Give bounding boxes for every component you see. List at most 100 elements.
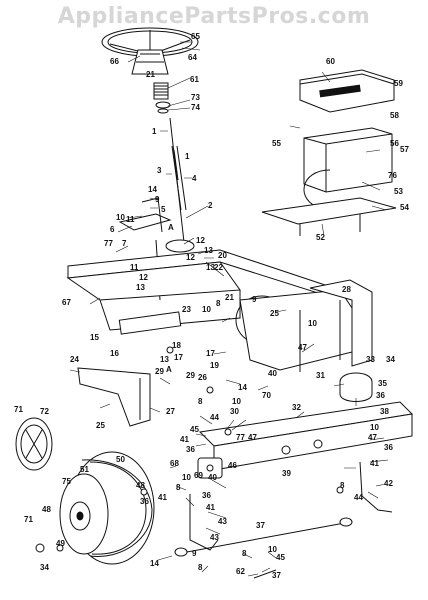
callout-9c: 9 xyxy=(252,295,257,304)
callout-28: 28 xyxy=(342,285,351,294)
callout-35: 35 xyxy=(378,379,387,388)
callout-60: 60 xyxy=(326,57,335,66)
callout-36b: 36 xyxy=(186,445,195,454)
callout-44b: 44 xyxy=(354,493,363,502)
callout-7: 7 xyxy=(122,239,127,248)
callout-61: 61 xyxy=(190,75,199,84)
callout-A: A xyxy=(168,223,174,232)
hardware-fasteners xyxy=(35,346,344,553)
callout-10: 10 xyxy=(116,213,125,222)
callout-27: 27 xyxy=(166,407,175,416)
callout-48b: 48 xyxy=(42,505,51,514)
callout-73: 73 xyxy=(191,93,200,102)
callout-43: 43 xyxy=(218,517,227,526)
callout-13c: 13 xyxy=(206,263,215,272)
callout-64: 64 xyxy=(188,53,197,62)
callout-44: 44 xyxy=(210,413,219,422)
lower-bracket xyxy=(77,367,151,427)
callout-77b: 77 xyxy=(236,433,245,442)
callout-21: 21 xyxy=(146,70,155,79)
callout-33: 33 xyxy=(366,355,375,364)
main-frame xyxy=(66,249,373,372)
callout-10b: 10 xyxy=(202,305,211,314)
callout-26: 26 xyxy=(198,373,207,382)
callout-16: 16 xyxy=(110,349,119,358)
callout-25b: 25 xyxy=(96,421,105,430)
callout-40: 40 xyxy=(268,369,277,378)
callout-68: 68 xyxy=(170,459,179,468)
callout-43b: 43 xyxy=(210,533,219,542)
callout-37: 37 xyxy=(256,521,265,530)
callout-8: 8 xyxy=(216,299,221,308)
callout-10f: 10 xyxy=(182,473,191,482)
callout-4: 4 xyxy=(192,174,197,183)
callout-19: 19 xyxy=(210,361,219,370)
callout-52: 52 xyxy=(316,233,325,242)
callout-57: 57 xyxy=(400,145,409,154)
callout-72: 72 xyxy=(40,407,49,416)
callout-17b: 17 xyxy=(206,349,215,358)
callout-49: 49 xyxy=(56,539,65,548)
callout-59: 59 xyxy=(394,79,403,88)
callout-36d: 36 xyxy=(202,491,211,500)
callout-47b: 47 xyxy=(248,433,257,442)
callout-66: 66 xyxy=(110,57,119,66)
callout-1b: 1 xyxy=(185,152,190,161)
callout-12c: 12 xyxy=(139,273,148,282)
callout-14: 14 xyxy=(148,185,157,194)
callout-67: 67 xyxy=(62,298,71,307)
callout-25: 25 xyxy=(270,309,279,318)
callout-8b: 8 xyxy=(198,397,203,406)
callout-8d: 8 xyxy=(176,483,181,492)
callout-6: 6 xyxy=(110,225,115,234)
callout-5: 5 xyxy=(161,205,166,214)
callout-62: 62 xyxy=(236,567,245,576)
callout-71b: 71 xyxy=(14,405,23,414)
callout-A2: A xyxy=(166,365,172,374)
battery-assembly xyxy=(261,69,397,236)
callout-47c: 47 xyxy=(368,433,377,442)
callout-labels: 65 64 66 21 61 73 74 1 1 3 4 14 9 5 2 10… xyxy=(14,32,409,580)
callout-47: 47 xyxy=(298,343,307,352)
callout-41: 41 xyxy=(180,435,189,444)
callout-70: 70 xyxy=(262,391,271,400)
callout-50: 50 xyxy=(116,455,125,464)
callout-29b: 29 xyxy=(186,371,195,380)
callout-31: 31 xyxy=(316,371,325,380)
watermark-text: AppliancePartsPros.com xyxy=(57,4,371,29)
callout-45b: 45 xyxy=(276,553,285,562)
callout-10g: 10 xyxy=(268,545,277,554)
callout-36: 36 xyxy=(376,391,385,400)
callout-12: 12 xyxy=(196,236,205,245)
callout-18: 18 xyxy=(172,341,181,350)
callout-34: 34 xyxy=(386,355,395,364)
callout-10d: 10 xyxy=(232,397,241,406)
steering-wheel xyxy=(101,27,199,75)
steering-shaft xyxy=(169,117,187,243)
callout-71: 71 xyxy=(24,515,33,524)
callout-58: 58 xyxy=(390,111,399,120)
callout-41b: 41 xyxy=(370,459,379,468)
callout-15: 15 xyxy=(90,333,99,342)
callout-54: 54 xyxy=(400,203,409,212)
callout-30: 30 xyxy=(230,407,239,416)
hubcap xyxy=(15,417,53,471)
leader-lines xyxy=(69,41,389,577)
callout-51: 51 xyxy=(80,465,89,474)
callout-11: 11 xyxy=(126,215,135,224)
callout-38: 38 xyxy=(380,407,389,416)
callout-69: 69 xyxy=(194,471,203,480)
callout-20: 20 xyxy=(218,251,227,260)
callout-65: 65 xyxy=(191,32,200,41)
callout-12b: 12 xyxy=(186,253,195,262)
callout-41c: 41 xyxy=(206,503,215,512)
steering-spring xyxy=(153,82,171,114)
callout-36c: 36 xyxy=(384,443,393,452)
callout-46: 46 xyxy=(228,461,237,470)
callout-39: 39 xyxy=(282,469,291,478)
callout-55: 55 xyxy=(272,139,281,148)
callout-34b: 34 xyxy=(40,563,49,572)
callout-24: 24 xyxy=(70,355,79,364)
